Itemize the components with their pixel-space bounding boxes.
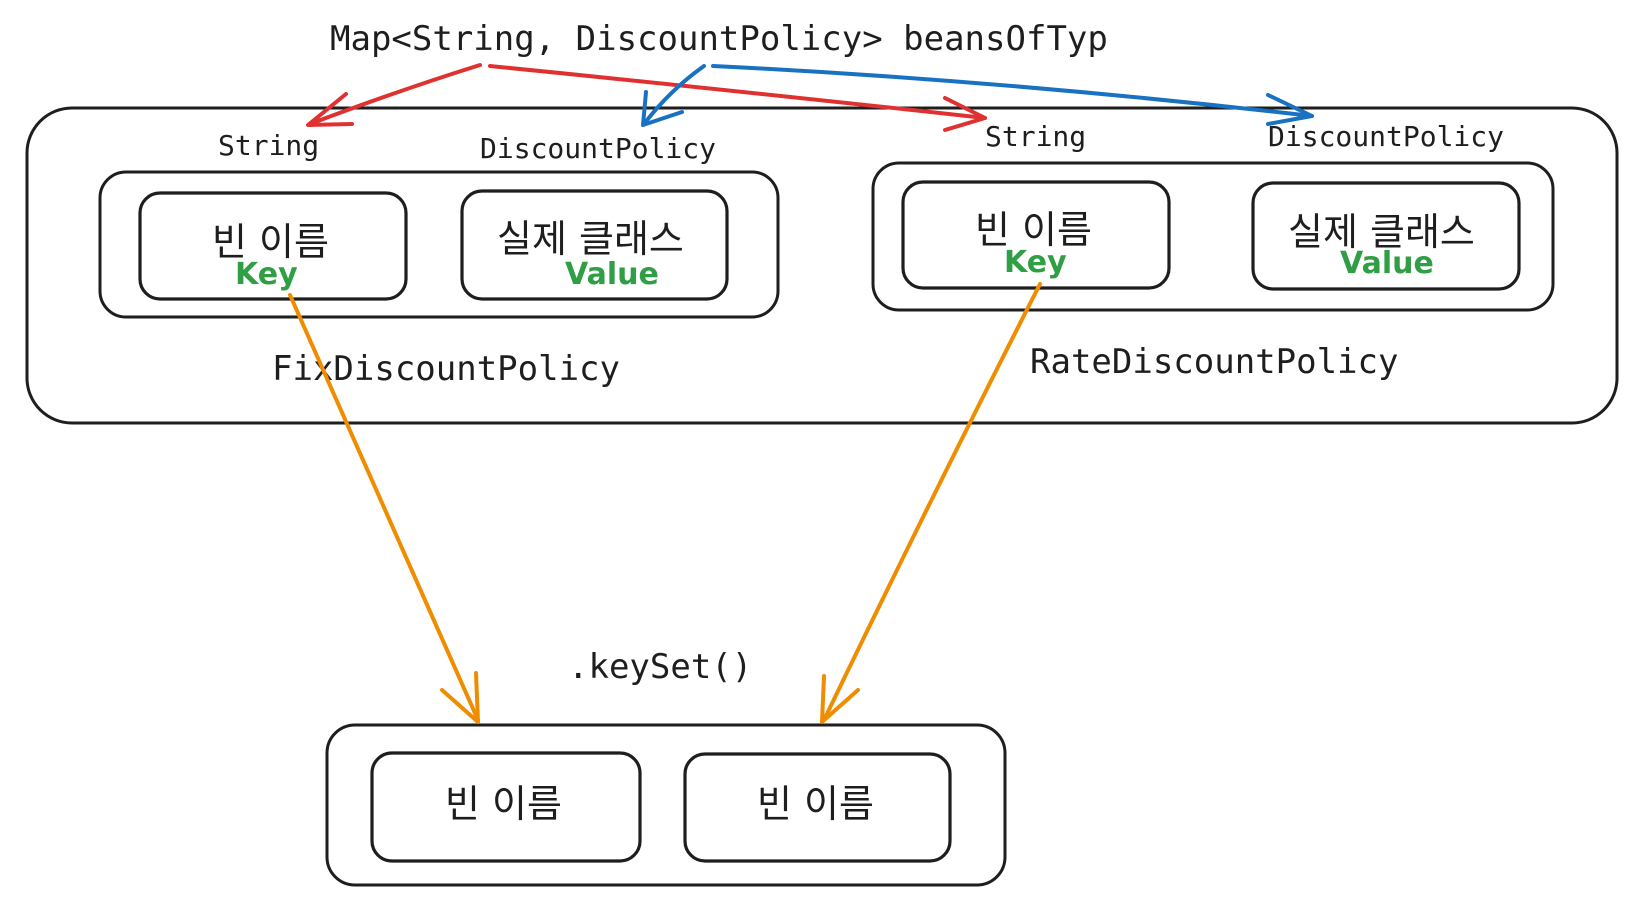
key-cell — [138, 191, 408, 301]
value-tag: Value — [565, 257, 659, 292]
map-entry-fix: String DiscountPolicy 빈 이름 Key 실제 클래스 Va… — [98, 129, 780, 389]
diagram-title: Map<String, DiscountPolicy> beansOfTyp — [330, 19, 1108, 59]
key-type-label: String — [218, 129, 319, 162]
arrow-rate-key-to-keyset — [822, 282, 1042, 722]
key-tag: Key — [1004, 245, 1067, 280]
arrow-to-value-type-fix — [642, 64, 706, 126]
arrow-head — [943, 96, 987, 132]
keyset-arrows — [288, 282, 1042, 724]
value-type-arrows — [641, 64, 1314, 127]
arrow-to-key-type-rate — [488, 64, 987, 120]
keyset-item-text: 빈 이름 — [757, 782, 874, 826]
value-cell — [460, 189, 729, 301]
value-type-label: DiscountPolicy — [1268, 120, 1504, 153]
entry-name-label: RateDiscountPolicy — [1030, 342, 1398, 382]
keyset-item — [370, 751, 642, 863]
value-cell — [1251, 181, 1521, 291]
map-entry-rate: String DiscountPolicy 빈 이름 Key 실제 클래스 Va… — [871, 120, 1555, 382]
value-cell-text: 실제 클래스 — [497, 217, 684, 261]
map-container-box — [25, 106, 1619, 425]
key-cell-text: 빈 이름 — [212, 220, 329, 264]
entry-box — [98, 170, 780, 319]
key-cell-text: 빈 이름 — [975, 208, 1092, 252]
keyset-box — [325, 723, 1007, 887]
value-tag: Value — [1340, 246, 1434, 281]
key-tag: Key — [235, 257, 298, 292]
entry-box — [871, 161, 1555, 312]
arrow-head — [306, 92, 354, 127]
key-type-label: String — [985, 120, 1086, 153]
arrow-to-key-type-fix — [308, 63, 482, 126]
keyset-label: .keySet() — [568, 647, 752, 687]
arrow-head — [820, 674, 860, 724]
keyset-item-text: 빈 이름 — [445, 782, 562, 826]
arrow-head — [641, 90, 684, 127]
value-cell-text: 실제 클래스 — [1288, 210, 1475, 254]
arrow-head — [440, 671, 480, 724]
arrow-head — [1266, 93, 1314, 126]
arrow-to-value-type-rate — [711, 64, 1314, 118]
key-type-arrows — [306, 63, 987, 132]
keyset-item — [683, 752, 952, 863]
value-type-label: DiscountPolicy — [480, 132, 716, 165]
arrow-fix-key-to-keyset — [288, 293, 480, 722]
